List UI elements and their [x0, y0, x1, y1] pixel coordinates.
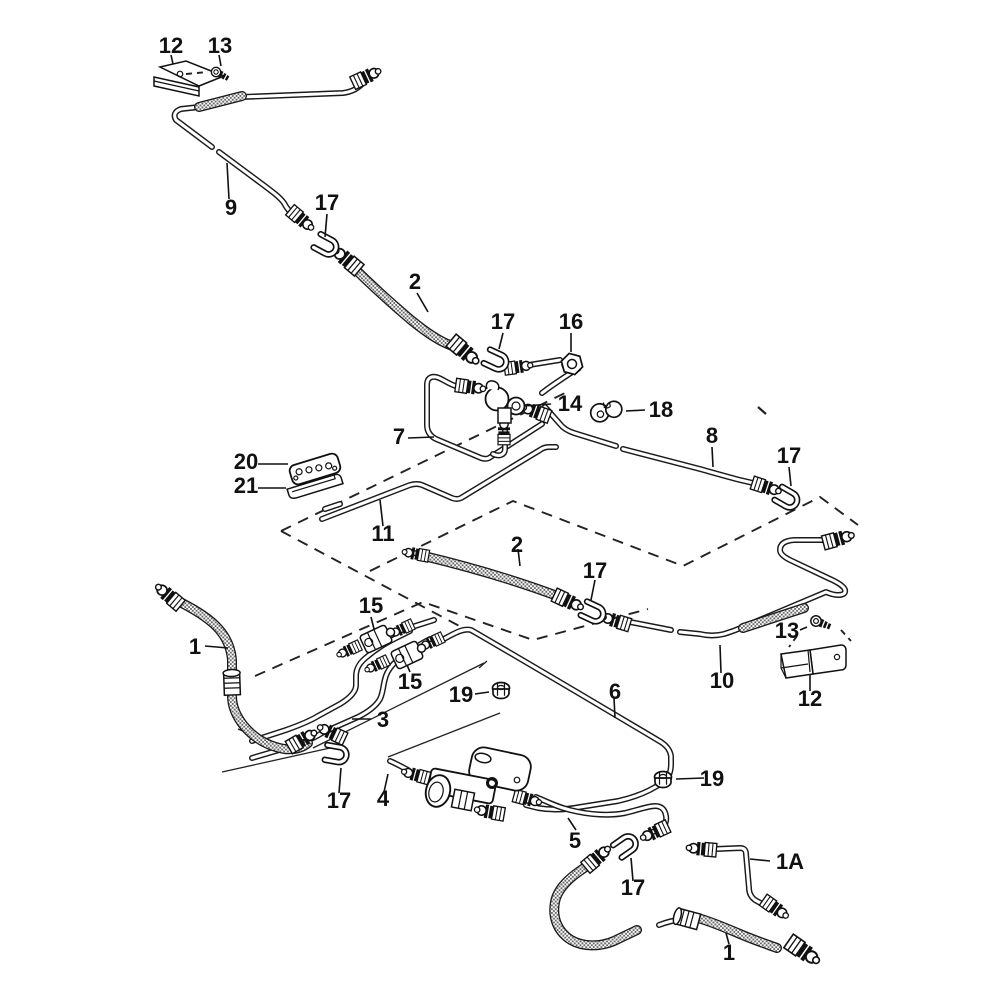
svg-text:14: 14	[558, 391, 583, 416]
svg-text:3: 3	[377, 707, 389, 732]
svg-text:7: 7	[393, 424, 405, 449]
svg-text:19: 19	[449, 682, 473, 707]
svg-text:17: 17	[327, 788, 351, 813]
svg-text:2: 2	[511, 532, 523, 557]
svg-text:2: 2	[409, 269, 421, 294]
svg-text:1: 1	[723, 940, 735, 965]
svg-text:12: 12	[798, 686, 822, 711]
svg-text:10: 10	[710, 668, 734, 693]
svg-text:20: 20	[234, 449, 258, 474]
svg-text:17: 17	[777, 443, 801, 468]
svg-text:17: 17	[491, 309, 515, 334]
svg-text:1: 1	[189, 634, 201, 659]
svg-text:1A: 1A	[776, 849, 804, 874]
svg-text:13: 13	[208, 33, 232, 58]
svg-text:17: 17	[583, 558, 607, 583]
svg-text:19: 19	[700, 766, 724, 791]
svg-text:4: 4	[377, 786, 390, 811]
svg-text:8: 8	[706, 423, 718, 448]
svg-text:15: 15	[359, 593, 383, 618]
svg-text:6: 6	[609, 679, 621, 704]
svg-text:17: 17	[621, 875, 645, 900]
svg-text:18: 18	[649, 397, 673, 422]
svg-text:9: 9	[225, 195, 237, 220]
svg-text:17: 17	[315, 190, 339, 215]
svg-text:11: 11	[371, 521, 394, 546]
svg-text:21: 21	[234, 473, 258, 498]
svg-text:12: 12	[159, 33, 183, 58]
svg-text:13: 13	[775, 618, 799, 643]
svg-text:16: 16	[559, 309, 583, 334]
svg-text:15: 15	[398, 669, 422, 694]
svg-text:5: 5	[569, 828, 581, 853]
